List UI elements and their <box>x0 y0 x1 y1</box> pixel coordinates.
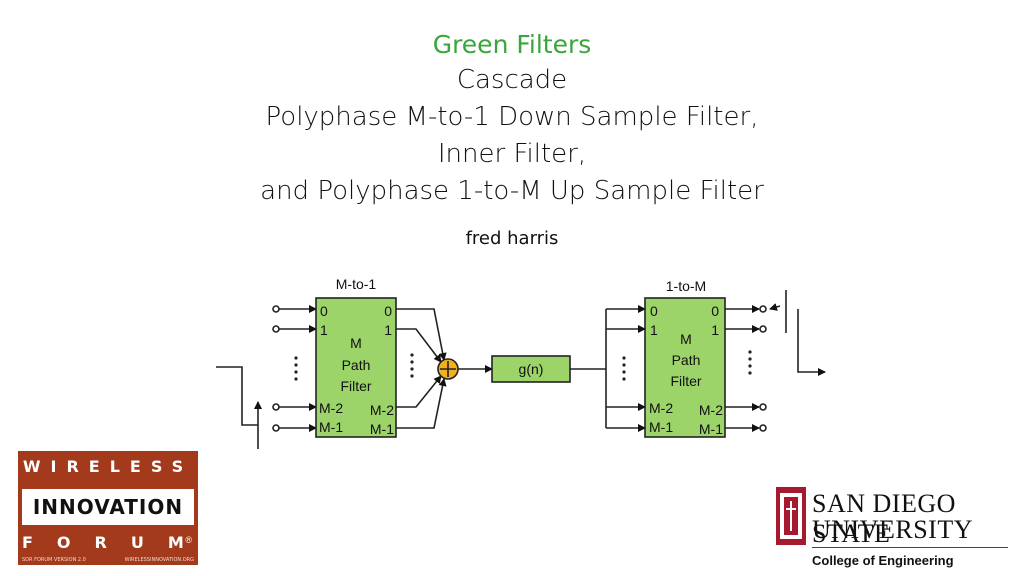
up-out-port-0: 0 <box>711 303 719 319</box>
wireless-innovation-forum-logo: WIRELESS INNOVATION FORUM ® SDR FORUM VE… <box>18 451 198 565</box>
wif-sub-left: SDR FORUM VERSION 2.0 <box>22 557 86 563</box>
wif-sub-right: WIRELESSINNOVATION.ORG <box>124 557 194 563</box>
sdsu-divider <box>812 547 1008 548</box>
slide-title: Green Filters <box>432 30 592 59</box>
sdsu-name-line-2: UNIVERSITY <box>812 515 973 544</box>
subtitle-line-2: Polyphase M-to-1 Down Sample Filter, <box>265 102 759 132</box>
up-block-text-2: Path <box>672 352 701 368</box>
sdsu-logo: SAN DIEGO STATE UNIVERSITY College of En… <box>776 487 1016 571</box>
down-block-text-2: Path <box>342 357 371 373</box>
wif-bottom-text: FORUM <box>22 533 208 552</box>
down-output-1 <box>396 328 442 363</box>
down-out-port-0: 0 <box>384 303 392 319</box>
summer-plus-icon <box>440 361 456 377</box>
down-port-0-terminal <box>272 305 280 313</box>
up-port-m1-terminal <box>759 424 767 432</box>
subtitle-line-3: Inner Filter, <box>437 139 587 169</box>
author: fred harris <box>465 228 559 249</box>
subtitle-line-1: Cascade <box>456 65 568 95</box>
wif-subtext: SDR FORUM VERSION 2.0 WIRELESSINNOVATION… <box>22 557 194 563</box>
up-in-port-0: 0 <box>650 303 658 319</box>
down-out-port-m1: M-1 <box>370 421 394 437</box>
up-in-port-m2: M-2 <box>649 400 673 416</box>
up-out-port-1: 1 <box>711 322 719 338</box>
down-in-port-m2: M-2 <box>319 400 343 416</box>
down-out-port-1: 1 <box>384 322 392 338</box>
down-block-text-1: M <box>350 335 362 351</box>
down-in-port-m1: M-1 <box>319 419 343 435</box>
up-port-1-terminal <box>759 325 767 333</box>
inner-filter-label: g(n) <box>519 361 544 377</box>
subtitle-line-4: and Polyphase 1-to-M Up Sample Filter <box>260 176 764 206</box>
input-line <box>216 366 258 426</box>
up-block-label: 1-to-M <box>666 278 706 294</box>
up-port-0-terminal <box>759 305 767 313</box>
up-out-port-m2: M-2 <box>699 402 723 418</box>
up-block-text-3: Filter <box>670 373 701 389</box>
up-out-port-m1: M-1 <box>699 421 723 437</box>
up-in-port-m1: M-1 <box>649 419 673 435</box>
wif-top-text: WIRELESS <box>22 457 194 476</box>
wif-middle-text: INNOVATION <box>22 489 194 525</box>
sdsu-college: College of Engineering <box>812 553 954 568</box>
output-switch-tip <box>769 303 781 311</box>
down-output-0 <box>396 308 447 361</box>
up-in-port-1: 1 <box>650 322 658 338</box>
sdsu-name-line-1: SAN DIEGO STATE <box>812 489 956 548</box>
up-port-m2-terminal <box>759 403 767 411</box>
down-port-m1-terminal <box>272 424 280 432</box>
down-output-m2 <box>396 375 442 408</box>
up-block-text-1: M <box>680 331 692 347</box>
title-block: Green Filters Cascade Polyphase M-to-1 D… <box>0 28 1024 210</box>
down-in-port-0: 0 <box>320 303 328 319</box>
wif-registered-mark: ® <box>185 535 192 545</box>
ellipsis-dots <box>294 350 752 381</box>
up-sample-block <box>644 297 726 438</box>
down-block-text-3: Filter <box>340 378 371 394</box>
down-block-label: M-to-1 <box>336 276 377 292</box>
sdsu-crest-icon <box>776 487 806 545</box>
output-line <box>797 309 826 376</box>
down-port-m2-terminal <box>272 403 280 411</box>
down-output-m1 <box>396 378 447 429</box>
down-in-port-1: 1 <box>320 322 328 338</box>
down-out-port-m2: M-2 <box>370 402 394 418</box>
inner-filter-block <box>491 355 571 383</box>
down-port-1-terminal <box>272 325 280 333</box>
down-sample-block <box>315 297 397 438</box>
